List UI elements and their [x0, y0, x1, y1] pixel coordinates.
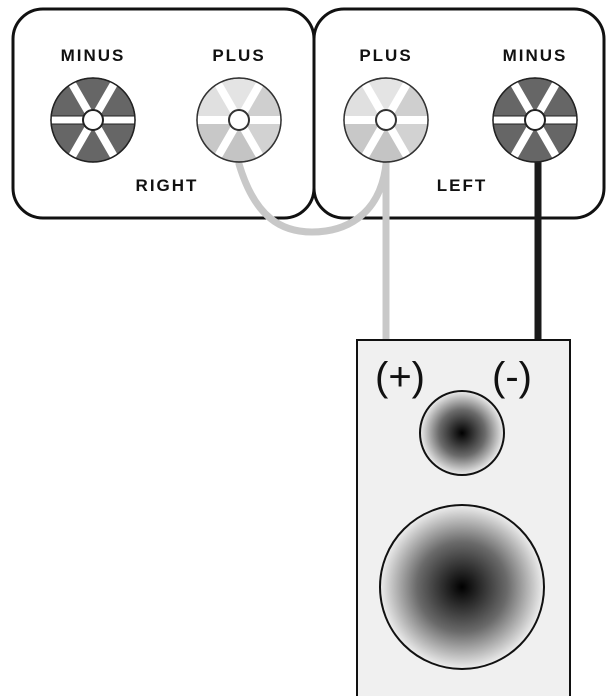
left-plus-label: PLUS: [359, 46, 412, 65]
left-minus-binding-post-icon[interactable]: [493, 78, 577, 162]
right-plus-binding-post-icon[interactable]: [197, 78, 281, 162]
jumper-wire-plus: [235, 160, 390, 236]
speaker-plus-label: (+): [375, 355, 425, 399]
right-channel-label: RIGHT: [136, 176, 199, 195]
left-channel-label: LEFT: [437, 176, 488, 195]
speaker-minus-label: (-): [492, 355, 532, 399]
tweeter-icon: [419, 390, 505, 476]
left-minus-label: MINUS: [503, 46, 568, 65]
right-minus-label: MINUS: [61, 46, 126, 65]
woofer-icon: [379, 504, 545, 670]
right-minus-binding-post-icon[interactable]: [51, 78, 135, 162]
right-plus-label: PLUS: [212, 46, 265, 65]
left-plus-binding-post-icon[interactable]: [344, 78, 428, 162]
